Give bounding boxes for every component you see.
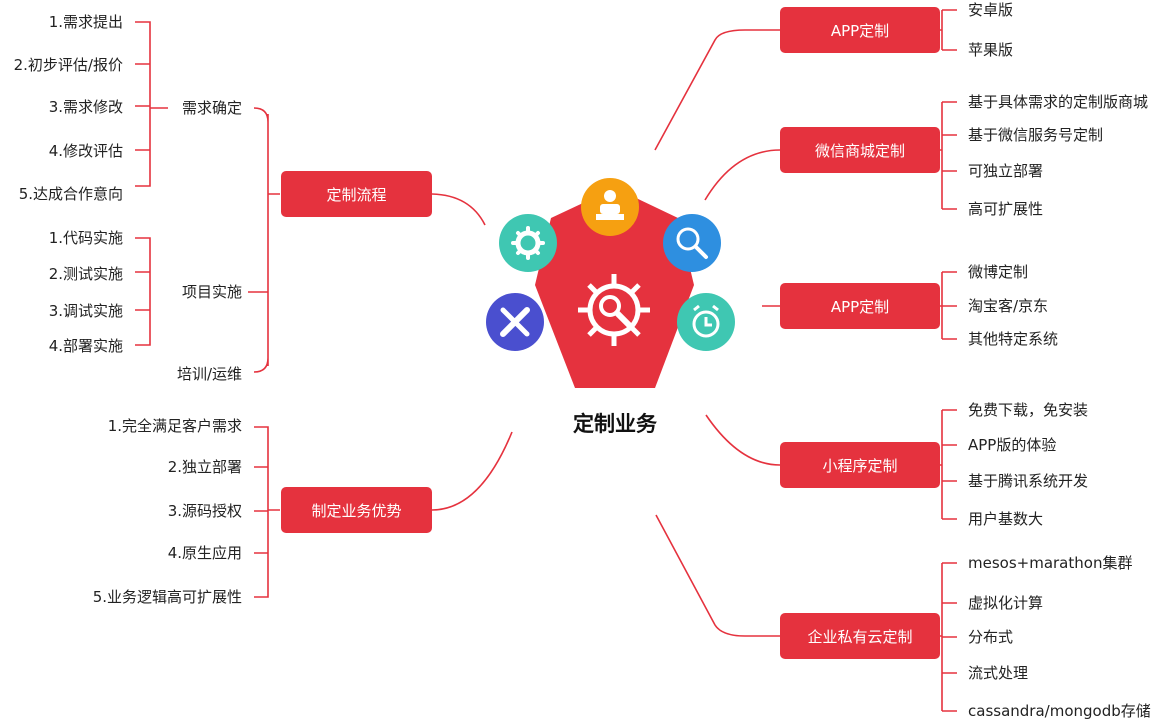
advantage-item: 3.源码授权 [167, 502, 242, 520]
alarm-clock-icon [677, 293, 735, 351]
cloud-item: mesos+marathon集群 [968, 554, 1133, 572]
implementation-item: 2.测试实施 [48, 265, 123, 283]
bracket-cloud [940, 562, 957, 712]
bracket-app2 [940, 271, 957, 340]
advantage-item: 5.业务逻辑高可扩展性 [92, 588, 242, 606]
requirement-item: 1.需求提出 [48, 13, 123, 31]
magnifier-icon [663, 214, 721, 272]
node-process[interactable]: 定制流程 [281, 171, 432, 217]
advantage-item: 4.原生应用 [167, 544, 242, 562]
bracket-wechat [940, 101, 957, 210]
link-process [431, 193, 486, 226]
bracket-advantages [254, 426, 280, 598]
mini-item: 免费下载，免安装 [968, 401, 1089, 419]
requirement-item: 4.修改评估 [48, 142, 123, 160]
advantage-item: 1.完全满足客户需求 [107, 417, 242, 435]
cloud-item: 分布式 [968, 628, 1014, 646]
node-app2[interactable]: APP定制 [780, 283, 940, 329]
implementation-item: 4.部署实施 [48, 337, 123, 355]
requirement-item: 5.达成合作意向 [18, 185, 123, 203]
gear-icon [499, 214, 557, 272]
advantage-item: 2.独立部署 [167, 458, 242, 476]
node-requirements: 需求确定 [181, 99, 242, 117]
cloud-item: 虚拟化计算 [968, 594, 1044, 612]
link-app1 [654, 29, 780, 151]
wechat-item: 可独立部署 [968, 162, 1044, 180]
pencil-ruler-icon [486, 293, 544, 351]
app1-item: 苹果版 [968, 41, 1014, 59]
app2-item: 微博定制 [968, 263, 1029, 281]
node-implementation: 项目实施 [181, 283, 242, 301]
wechat-item: 高可扩展性 [968, 200, 1044, 218]
app2-item: 其他特定系统 [968, 330, 1059, 348]
mini-item: APP版的体验 [968, 436, 1057, 454]
link-advantages [431, 431, 513, 511]
app1-item: 安卓版 [968, 1, 1014, 19]
bracket-app1 [940, 9, 957, 51]
link-cloud [655, 514, 780, 637]
bracket-mini [940, 409, 957, 520]
cloud-item: 流式处理 [968, 664, 1029, 682]
bracket-requirements [135, 21, 168, 187]
node-wechat[interactable]: 微信商城定制 [780, 127, 940, 173]
node-cloud[interactable]: 企业私有云定制 [780, 613, 940, 659]
bracket-process [248, 107, 280, 373]
wechat-item: 基于具体需求的定制版商城 [968, 93, 1149, 111]
wrench-gear-icon [578, 274, 650, 346]
center-title: 定制业务 [573, 412, 657, 436]
cloud-item: cassandra/mongodb存储 [968, 702, 1151, 720]
user-computer-icon [581, 178, 639, 236]
requirement-item: 2.初步评估/报价 [13, 56, 123, 74]
node-training: 培训/运维 [176, 365, 242, 383]
wechat-item: 基于微信服务号定制 [968, 126, 1104, 144]
node-mini[interactable]: 小程序定制 [780, 442, 940, 488]
mini-item: 基于腾讯系统开发 [968, 472, 1089, 490]
link-mini [705, 414, 781, 466]
link-wechat [704, 149, 781, 201]
app2-item: 淘宝客/京东 [968, 297, 1049, 315]
bracket-implementation [135, 237, 151, 346]
node-app1[interactable]: APP定制 [780, 7, 940, 53]
implementation-item: 1.代码实施 [48, 229, 123, 247]
mini-item: 用户基数大 [968, 510, 1044, 528]
implementation-item: 3.调试实施 [48, 302, 123, 320]
node-advantages[interactable]: 制定业务优势 [281, 487, 432, 533]
requirement-item: 3.需求修改 [48, 98, 123, 116]
